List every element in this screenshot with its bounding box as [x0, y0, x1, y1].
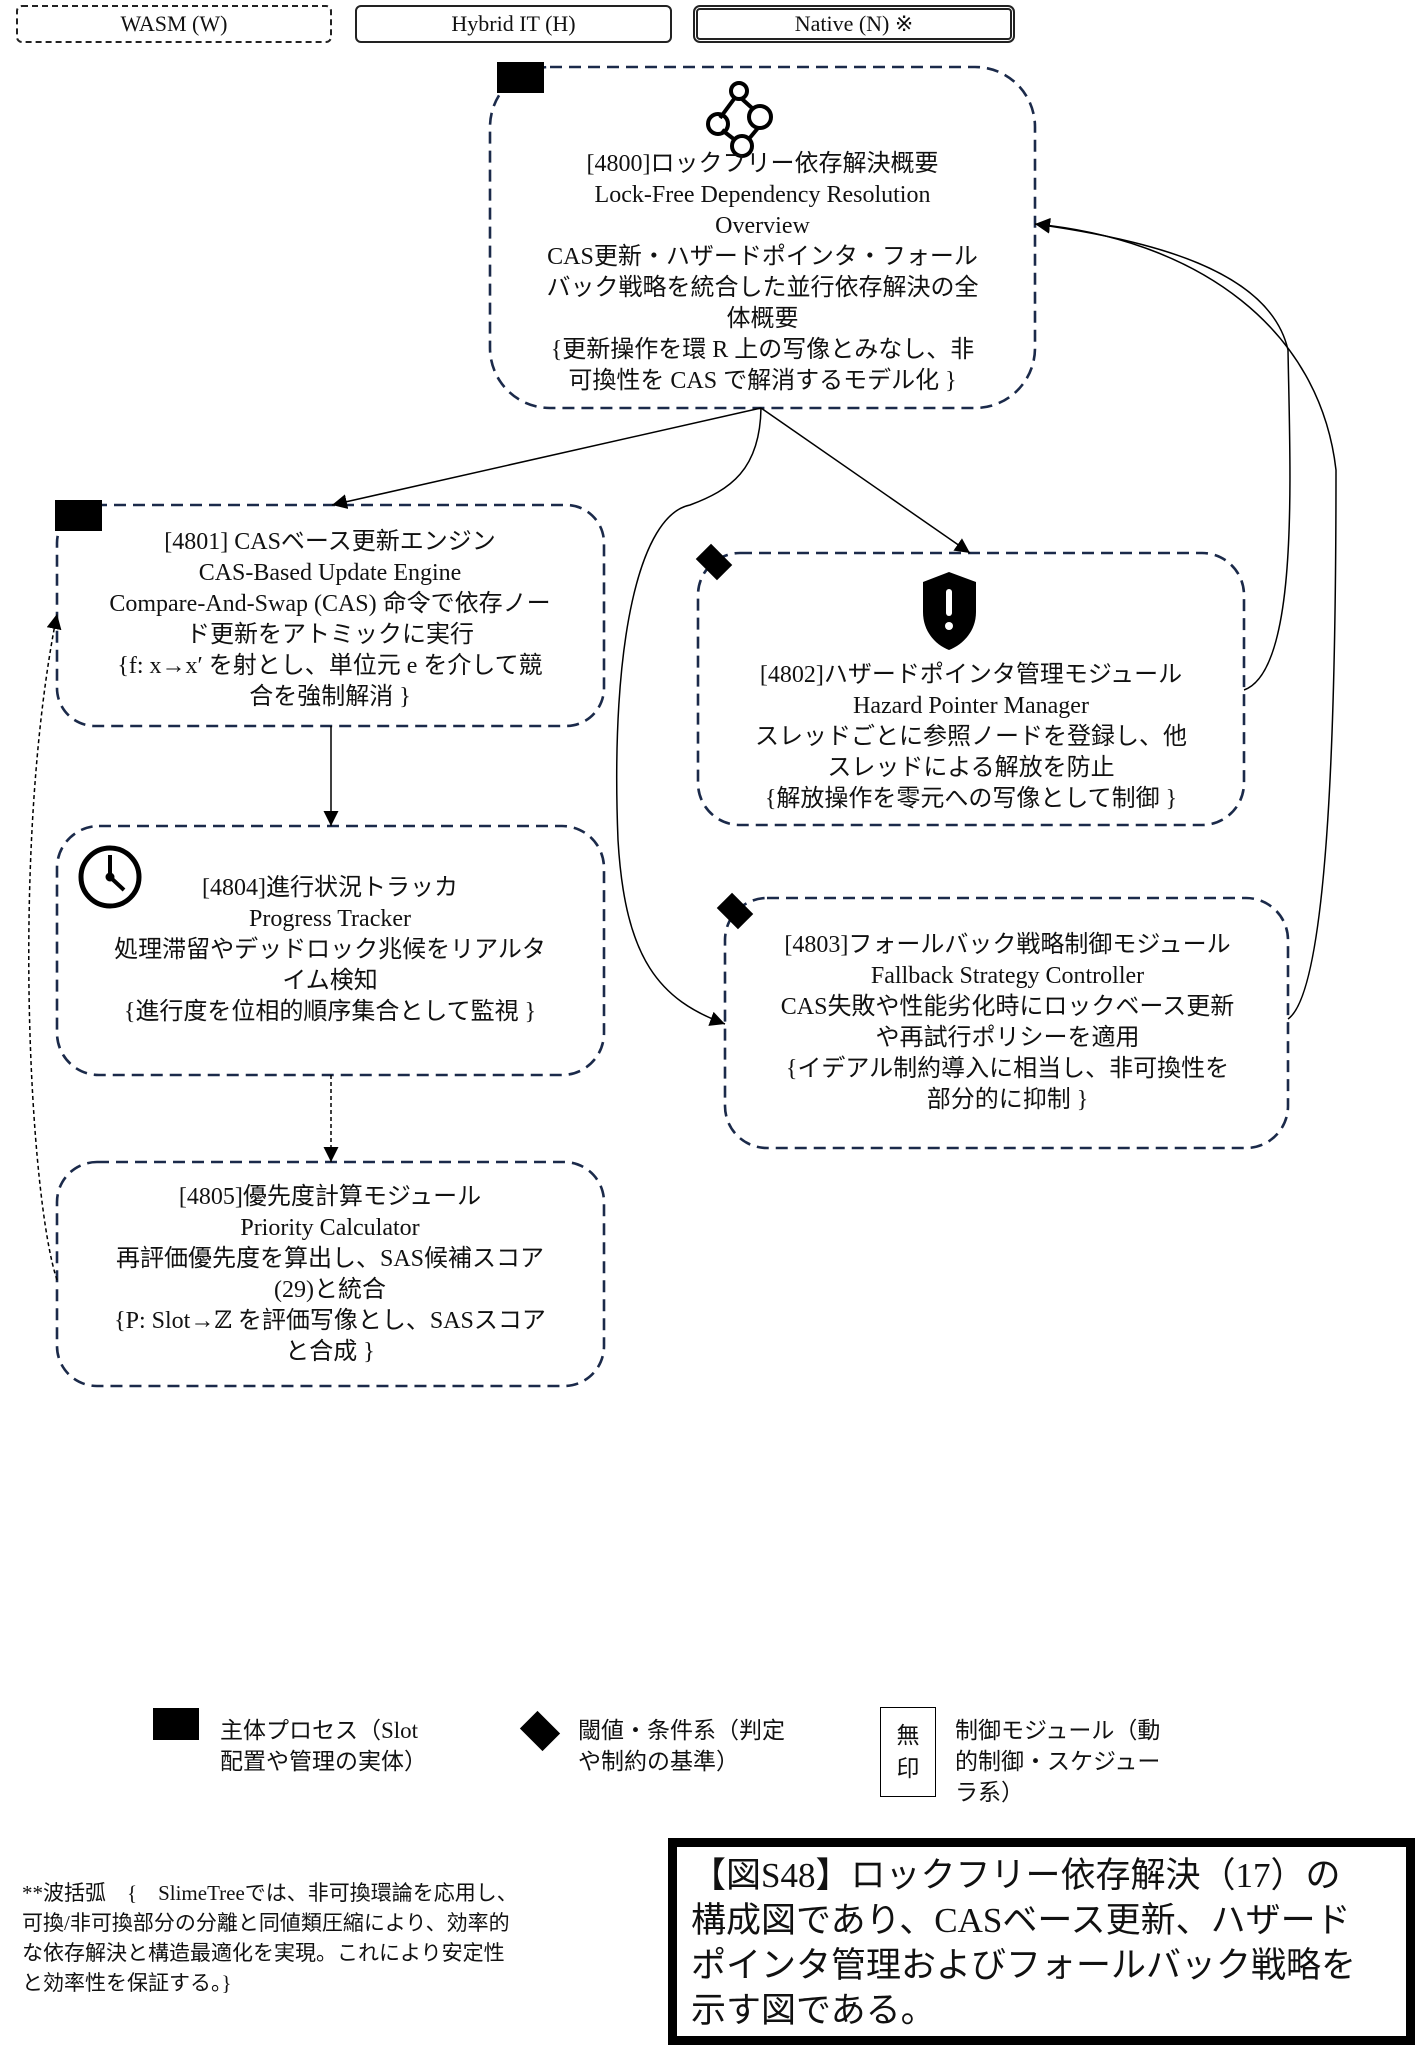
legend-plain-line-2: 的制御・スケジュー [955, 1749, 1161, 1774]
legend-native: Native (N) ※ [693, 5, 1015, 43]
legend-square-icon [153, 1708, 199, 1740]
node-4800-en-2: Overview [715, 212, 810, 239]
node-4803-title: [4803]フォールバック戦略制御モジュール [784, 931, 1231, 958]
node-4801-math-1: {f: x→x′ を射とし、単位元 e を介して競 [117, 653, 543, 679]
legend-plain-text: 制御モジュール（動 的制御・スケジュー ラ系） [955, 1715, 1160, 1808]
node-4801-square-marker [55, 500, 102, 531]
footnote-line-3: な依存解決と構造最適化を実現。これにより安定性 [22, 1941, 505, 1965]
node-4805-en-1: Priority Calculator [240, 1214, 420, 1241]
node-4801-en-1: CAS-Based Update Engine [198, 560, 462, 586]
edge-4800-to-4802 [760, 407, 971, 554]
figure-caption: 【図S48】ロックフリー依存解決（17）の 構成図であり、CASベース更新、ハザ… [668, 1838, 1415, 2045]
shield-alert-icon [923, 572, 976, 650]
node-4802-desc-2: スレッドによる解放を防止 [827, 755, 1115, 781]
node-4805-math-1: {P: Slot→ℤ を評価写像とし、SASスコア [114, 1307, 546, 1334]
caption-line-3: ポインタ管理およびフォールバック戦略を [691, 1946, 1357, 1985]
legend-square-line-2: 配置や管理の実体） [220, 1749, 427, 1774]
node-4800-en-1: Lock-Free Dependency Resolution [594, 181, 931, 208]
caption-line-2: 構成図であり、CASベース更新、ハザード [691, 1901, 1351, 1940]
node-4805-title: [4805]優先度計算モジュール [178, 1183, 482, 1210]
legend-plain-box-char-2: 印 [896, 1756, 920, 1781]
node-4800-desc-1: CAS更新・ハザードポインタ・フォール [547, 243, 978, 270]
legend-plain-box-char-1: 無 [896, 1723, 920, 1748]
node-4805[interactable]: [4805]優先度計算モジュール Priority Calculator 再評価… [65, 1172, 595, 1377]
legend-square-line-1: 主体プロセス（Slot [220, 1718, 419, 1743]
node-4803-desc-1: CAS失敗や性能劣化時にロックベース更新 [780, 993, 1235, 1020]
node-4805-math-2: と合成 } [285, 1338, 375, 1365]
node-4802[interactable]: [4802]ハザードポインタ管理モジュール Hazard Pointer Man… [705, 655, 1237, 820]
node-4802-desc-1: スレッドごとに参照ノードを登録し、他 [755, 724, 1187, 750]
legend-diamond-line-2: や制約の基準） [578, 1749, 739, 1774]
node-4802-diamond-marker [695, 543, 733, 581]
node-4800-square-marker [497, 62, 544, 93]
node-4801-title: [4801] CASベース更新エンジン [164, 529, 496, 555]
node-4800[interactable]: [4800]ロックフリー依存解決概要 Lock-Free Dependency … [500, 140, 1025, 405]
node-4804-desc-1: 処理滞留やデッドロック兆候をリアルタ [114, 936, 546, 963]
node-4800-math-1: {更新操作を環 R 上の写像とみなし、非 [550, 336, 975, 363]
legend-diamond-text: 閾値・条件系（判定 や制約の基準） [578, 1715, 785, 1777]
edge-4800-to-4801 [331, 407, 762, 510]
legend-diamond-icon [519, 1710, 561, 1752]
legend-plain-line-3: ラ系） [955, 1780, 1024, 1805]
caption-line-4: 示す図である。 [691, 1991, 936, 2030]
node-4801-math-2: 合を強制解消 } [249, 684, 411, 710]
node-4803[interactable]: [4803]フォールバック戦略制御モジュール Fallback Strategy… [735, 920, 1280, 1125]
legend-hybrid-label: Hybrid IT (H) [451, 11, 576, 36]
node-4801[interactable]: [4801] CASベース更新エンジン CAS-Based Update Eng… [65, 520, 595, 720]
node-4802-title: [4802]ハザードポインタ管理モジュール [759, 662, 1183, 688]
node-4802-en-1: Hazard Pointer Manager [853, 693, 1089, 719]
node-4805-desc-1: 再評価優先度を算出し、SAS候補スコア [115, 1245, 545, 1272]
node-4800-title: [4800]ロックフリー依存解決概要 [586, 150, 939, 177]
node-4800-math-2: 可換性を CAS で解消するモデル化 } [568, 367, 957, 394]
node-4802-math-1: {解放操作を零元への写像として制御 } [764, 786, 1178, 812]
legend-hybrid: Hybrid IT (H) [355, 5, 672, 43]
edge-4803-to-4800 [1034, 217, 1337, 1020]
footnote: **波括弧 { SlimeTreeでは、非可換環論を応用し、 可換/非可換部分の… [22, 1878, 642, 1998]
node-4803-desc-2: や再試行ポリシーを適用 [875, 1024, 1140, 1051]
node-4800-desc-2: バック戦略を統合した並行依存解決の全 [546, 274, 979, 301]
node-4804-math-1: {進行度を位相的順序集合として監視 } [123, 998, 537, 1025]
legend-plain-line-1: 制御モジュール（動 [955, 1718, 1161, 1743]
node-4804-en-1: Progress Tracker [249, 905, 411, 932]
caption-line-1: 【図S48】ロックフリー依存解決（17）の [691, 1856, 1341, 1895]
footnote-line-1: **波括弧 { SlimeTreeでは、非可換環論を応用し、 [22, 1881, 518, 1905]
node-4801-desc-1: Compare-And-Swap (CAS) 命令で依存ノー [109, 591, 551, 617]
footnote-line-4: と効率性を保証する。} [22, 1971, 232, 1995]
node-4804-title: [4804]進行状況トラッカ [202, 874, 458, 901]
legend-plain-box-icon: 無 印 [880, 1707, 936, 1797]
node-4805-desc-2: (29)と統合 [274, 1276, 386, 1303]
node-4800-desc-3: 体概要 [726, 305, 799, 332]
node-4804[interactable]: [4804]進行状況トラッカ Progress Tracker 処理滞留やデッド… [65, 865, 595, 1035]
node-4801-desc-2: ド更新をアトミックに実行 [186, 622, 474, 648]
node-4803-math-2: 部分的に抑制 } [926, 1086, 1089, 1113]
legend-square-text: 主体プロセス（Slot 配置や管理の実体） [220, 1715, 427, 1777]
node-4803-math-1: {イデアル制約導入に相当し、非可換性を [785, 1055, 1230, 1082]
node-4804-desc-2: イム検知 [282, 967, 378, 994]
edge-4802-to-4800 [1034, 218, 1291, 691]
legend-wasm-label: WASM (W) [120, 11, 228, 36]
edge-4805-to-4801 [28, 613, 62, 1281]
legend-wasm: WASM (W) [16, 5, 332, 43]
legend-diamond-line-1: 閾値・条件系（判定 [578, 1718, 785, 1743]
footnote-line-2: 可換/非可換部分の分離と同値類圧縮により、効率的 [22, 1911, 510, 1935]
node-4803-en-1: Fallback Strategy Controller [870, 962, 1145, 989]
legend-native-label: Native (N) ※ [794, 11, 914, 36]
